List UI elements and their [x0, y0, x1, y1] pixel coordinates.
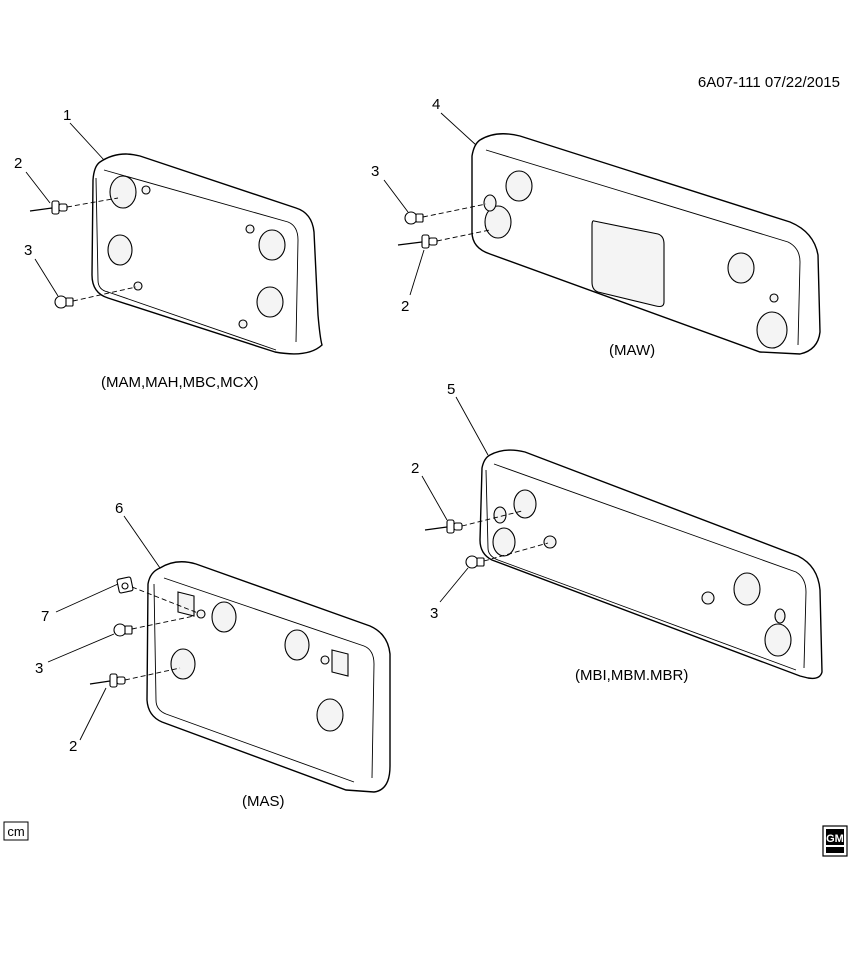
bolt-fastener-icon [54, 295, 74, 309]
plate-1-small-hole [133, 281, 143, 291]
callout-number: 1 [63, 107, 71, 124]
plate-4-hole [756, 311, 788, 349]
plate-1-hole [256, 286, 284, 318]
bracket-assembly-mam: 1 2 3 (MAM,MAH,MBC,MCX) [14, 107, 323, 391]
plate-1-hole [258, 229, 286, 261]
plate-5-hole [513, 489, 537, 519]
plate-1-hole [107, 234, 133, 266]
diagram-reference: 6A07-111 07/22/2015 [698, 74, 840, 91]
leader-dashed [66, 197, 119, 208]
callout-number: 6 [115, 500, 123, 517]
callout-leader [47, 633, 115, 663]
plate-5-small-hole [543, 535, 557, 549]
plate-1-small-hole [238, 319, 248, 329]
plate-4-window [591, 220, 665, 308]
gm-logo-icon: GM [822, 825, 848, 857]
plate-4-hole [727, 252, 755, 284]
callout-leader [25, 171, 51, 204]
plate-1-hole [109, 175, 137, 209]
plate-6-small-hole [320, 655, 330, 665]
plate-5 [479, 449, 823, 680]
plate-4-small-hole [769, 293, 779, 303]
callout-number: 3 [35, 660, 43, 677]
callout-leader [79, 687, 107, 741]
plate-1-small-hole [245, 224, 255, 234]
callout-leader [34, 258, 59, 297]
caption: (MAS) [242, 793, 285, 810]
leader-dashed [131, 586, 199, 614]
caption: (MAW) [609, 342, 655, 359]
push-pin-fastener-icon [29, 200, 68, 215]
plate-1-rim [95, 169, 299, 351]
callout-number: 2 [411, 460, 419, 477]
plate-4-small-hole [483, 194, 497, 212]
clip-nut-fastener-icon [116, 576, 134, 594]
bolt-fastener-icon [113, 623, 133, 637]
callout-number: 4 [432, 96, 440, 113]
plate-4-hole [484, 205, 512, 239]
plate-6-hole [284, 629, 310, 661]
plate-5-rim [485, 463, 807, 671]
plate-1-small-hole [141, 185, 151, 195]
leader-dashed [436, 229, 491, 242]
caption: (MAM,MAH,MBC,MCX) [101, 374, 259, 391]
plate-4-rim [485, 149, 801, 346]
plate-6 [146, 561, 391, 793]
push-pin-fastener-icon [89, 673, 126, 688]
leader-dashed [461, 510, 523, 527]
plate-5-small-hole [701, 591, 715, 605]
unit-badge-label: cm [7, 824, 24, 839]
plate-6-hole [211, 601, 237, 633]
gm-logo-text: GM [826, 833, 844, 845]
plate-6-hole [170, 648, 196, 680]
plate-4-hole [505, 170, 533, 202]
callout-leader [69, 122, 105, 161]
plate-5-small-hole [493, 506, 507, 524]
bolt-fastener-icon [465, 555, 485, 569]
bracket-assembly-maw: 4 3 2 (MAW) [371, 96, 821, 359]
bolt-fastener-icon [404, 211, 424, 225]
plate-5-hole [764, 623, 792, 657]
bracket-assembly-mbi: 5 2 3 (MBI,MBM.MBR) [411, 381, 823, 684]
leader-dashed [422, 203, 487, 218]
callout-number: 2 [69, 738, 77, 755]
callout-number: 3 [430, 605, 438, 622]
leader-dashed [124, 667, 181, 681]
callout-leader [55, 583, 119, 613]
plate-6-square-hole [331, 649, 349, 677]
plate-5-hole [492, 527, 516, 557]
plate-6-hole [316, 698, 344, 732]
callout-number: 3 [24, 242, 32, 259]
callout-leader [440, 112, 477, 146]
plate-6-rim [153, 577, 375, 783]
plate-6-square-hole [177, 591, 195, 617]
leader-dashed [131, 615, 195, 630]
callout-leader [455, 396, 489, 456]
callout-number: 2 [14, 155, 22, 172]
caption: (MBI,MBM.MBR) [575, 667, 688, 684]
plate-6-small-hole [196, 609, 206, 619]
callout-leader [409, 249, 425, 296]
callout-leader [439, 567, 469, 603]
plate-5-small-hole [774, 608, 786, 624]
unit-badge: cm [3, 821, 29, 841]
leader-dashed [72, 286, 137, 302]
callout-number: 2 [401, 298, 409, 315]
callout-number: 5 [447, 381, 455, 398]
callout-leader [421, 475, 448, 521]
callout-number: 7 [41, 608, 49, 625]
callout-number: 3 [371, 163, 379, 180]
callout-leader [123, 515, 161, 569]
bracket-assembly-mas: 6 7 3 2 (MAS) [35, 500, 391, 810]
leader-dashed [483, 542, 549, 562]
push-pin-fastener-icon [424, 519, 463, 534]
push-pin-fastener-icon [397, 234, 438, 249]
callout-leader [383, 179, 409, 213]
plate-5-hole [733, 572, 761, 606]
